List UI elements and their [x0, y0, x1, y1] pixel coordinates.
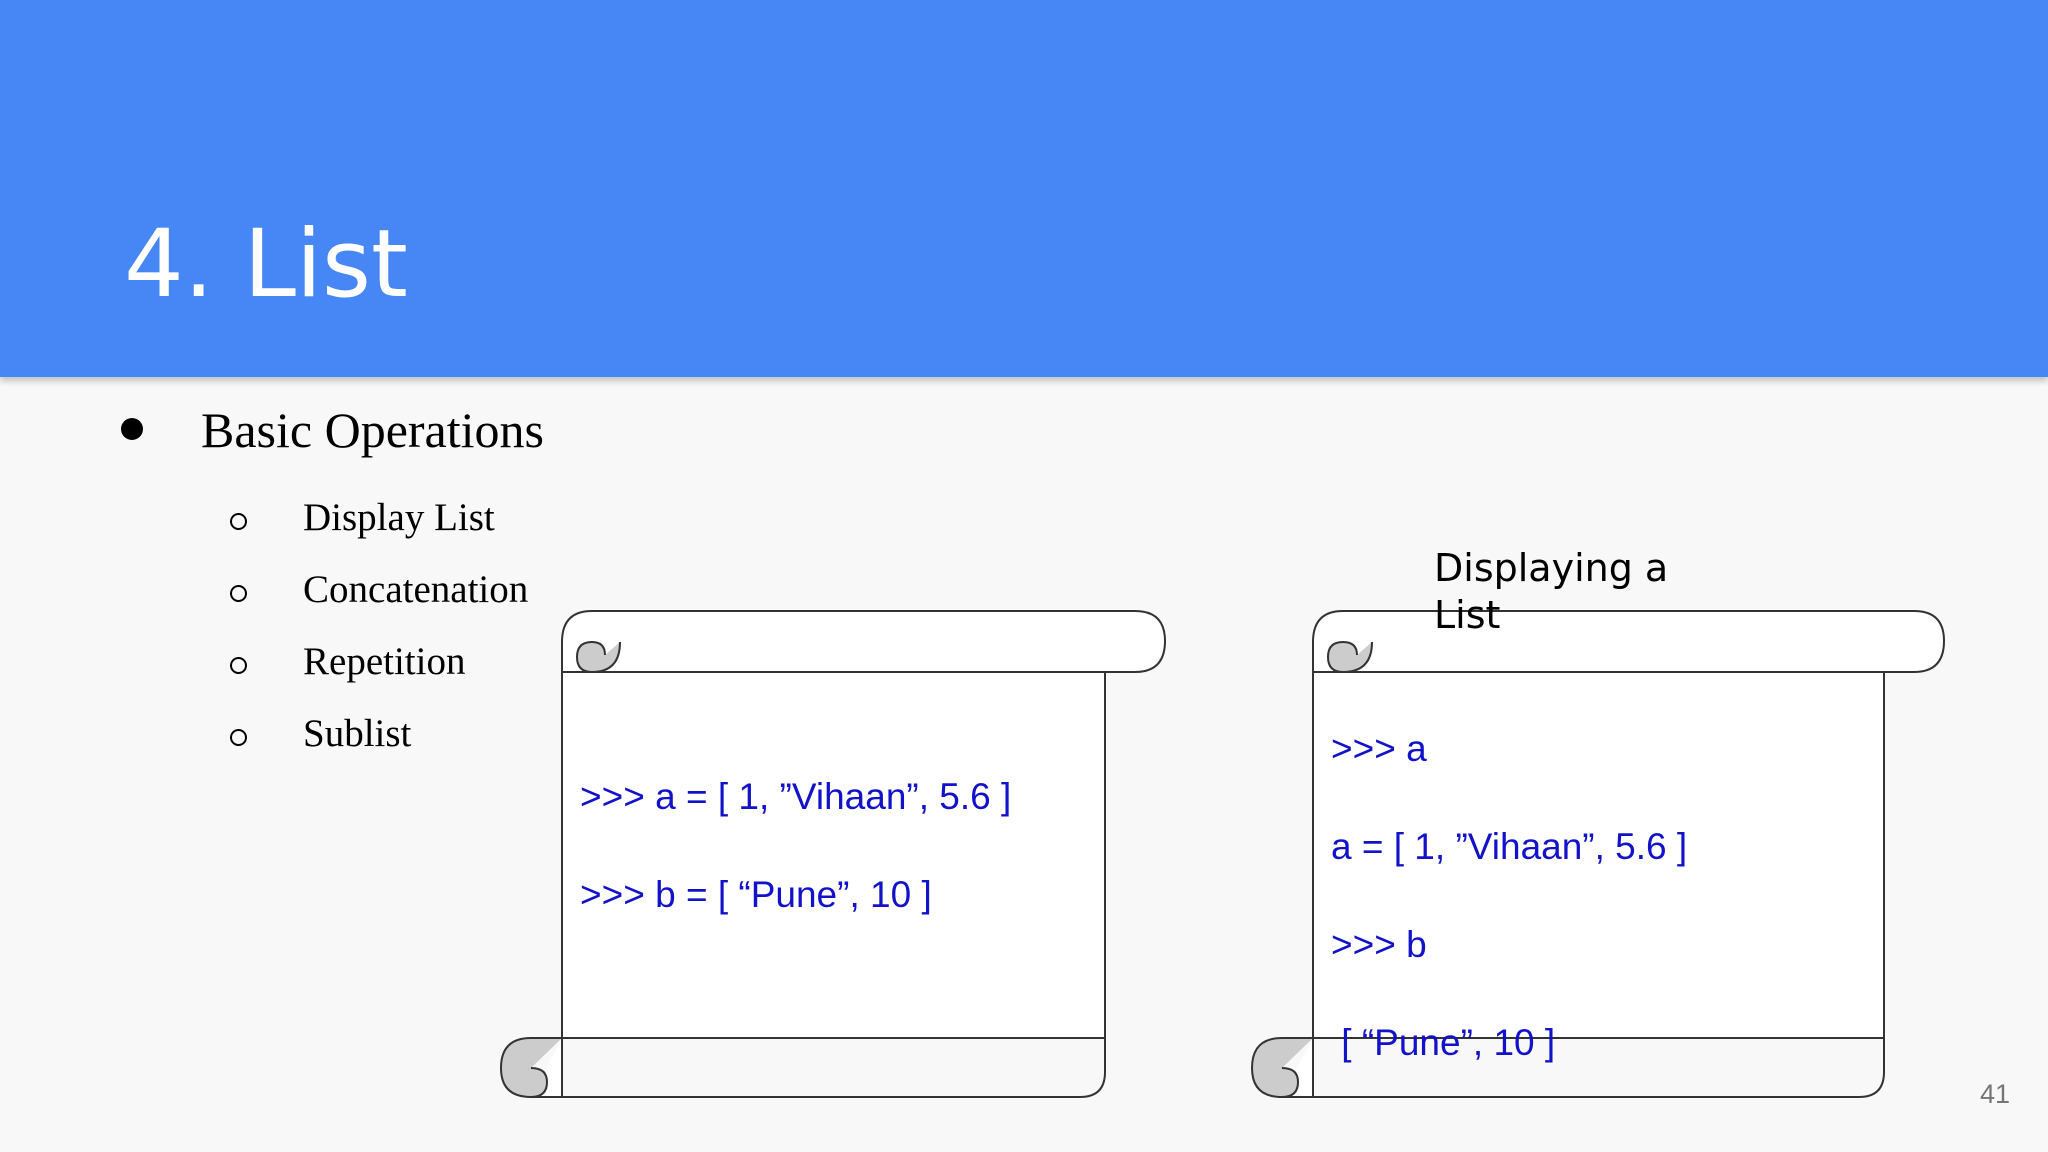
right-scroll-caption: Displaying a List [1434, 545, 1668, 639]
main-bullet-text: Basic Operations [201, 402, 544, 458]
right-code-line-2: a = [ 1, ”Vihaan”, 5.6 ] [1331, 826, 1688, 867]
page-number: 41 [1980, 1079, 2011, 1109]
sub-bullet-label: Sublist [303, 712, 412, 755]
hollow-circle-icon [230, 657, 247, 674]
right-scroll-top-curl [1326, 640, 1373, 674]
slide-header: 4. List [0, 0, 2048, 377]
hollow-circle-icon [230, 585, 247, 602]
left-scroll-bottom-curl [499, 1037, 562, 1099]
sub-bullet-label: Display List [303, 496, 495, 539]
hollow-circle-icon [230, 513, 247, 530]
left-scroll-body [561, 640, 1106, 1039]
right-code-line-3: >>> b [1331, 924, 1427, 965]
caption-line-1: Displaying a [1434, 546, 1669, 590]
right-code-line-1: >>> a [1331, 728, 1427, 769]
hollow-circle-icon [230, 729, 247, 746]
sub-bullet-label: Repetition [303, 640, 466, 683]
left-code-line-b: >>> b = [ “Pune”, 10 ] [580, 874, 932, 915]
left-code-line-a: >>> a = [ 1, ”Vihaan”, 5.6 ] [580, 776, 1012, 817]
bullet-dot-icon [121, 418, 143, 440]
right-scroll-bottom-curl [1250, 1037, 1313, 1099]
left-scroll-top-roll [561, 610, 1167, 673]
sub-bullet-label: Concatenation [303, 568, 529, 611]
right-code-line-4: [ “Pune”, 10 ] [1331, 1022, 1556, 1063]
slide-title: 4. List [124, 210, 408, 319]
left-scroll-top-curl [575, 640, 621, 674]
caption-line-2: List [1434, 593, 1501, 637]
